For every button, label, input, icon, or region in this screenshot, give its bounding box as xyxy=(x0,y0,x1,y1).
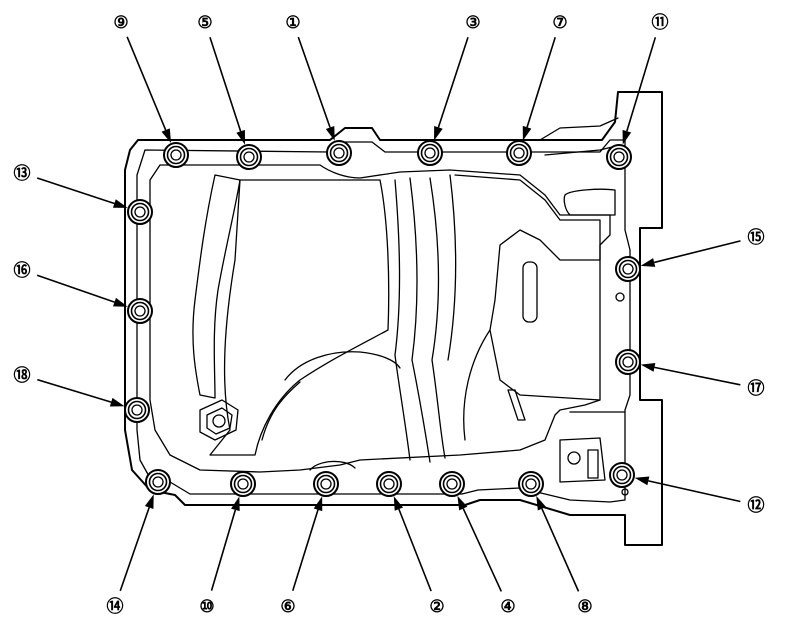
callout-5: ⑤ xyxy=(197,13,245,145)
leader-line xyxy=(654,366,741,386)
leader-line xyxy=(119,507,150,592)
bolt-2 xyxy=(376,471,402,497)
bolt-5 xyxy=(236,144,262,170)
callout-label: ⑤ xyxy=(197,13,212,33)
arrowhead-icon xyxy=(434,125,443,141)
leader-line xyxy=(541,508,580,592)
callout-15: ⑮ xyxy=(640,227,765,267)
leader-line xyxy=(37,378,112,403)
callout-label: ③ xyxy=(465,13,480,33)
arrowhead-icon xyxy=(231,496,240,512)
arrowhead-icon xyxy=(457,495,468,511)
bolt-group xyxy=(124,140,641,497)
callout-label: ④ xyxy=(500,597,515,617)
callout-17: ⑰ xyxy=(640,362,765,399)
callout-label: ⑩ xyxy=(199,597,214,617)
bolt-6 xyxy=(313,471,339,497)
leader-line xyxy=(36,274,115,303)
leader-line xyxy=(126,36,167,131)
arrowhead-icon xyxy=(640,258,656,267)
arrowhead-icon xyxy=(112,199,128,208)
leader-line xyxy=(398,508,432,592)
callout-7: ⑦ xyxy=(522,13,568,141)
bolt-15 xyxy=(615,256,641,282)
callout-label: ① xyxy=(285,13,300,33)
bolt-4 xyxy=(439,471,465,497)
bolt-11 xyxy=(606,144,632,170)
callout-2: ② xyxy=(393,496,445,617)
callout-label: ⑨ xyxy=(113,13,128,33)
arrowhead-icon xyxy=(634,476,650,486)
callout-1: ① xyxy=(285,13,335,141)
callout-4: ④ xyxy=(457,495,516,617)
callout-12: ⑫ xyxy=(634,476,765,516)
bolt-9 xyxy=(163,142,189,168)
callout-label: ⑦ xyxy=(552,13,567,33)
bolt-8 xyxy=(518,471,544,497)
leader-line xyxy=(291,509,319,591)
bolt-3 xyxy=(417,140,443,166)
callout-label: ⑰ xyxy=(748,378,765,399)
callout-18: ⑱ xyxy=(14,365,125,407)
callout-11: ⑪ xyxy=(622,12,669,145)
callout-label: ⑮ xyxy=(748,227,765,248)
callout-group: ⑨ ⑤ ① ③ ⑦ ⑪ ⑬ ⑯ ⑱ ⑮ ⑰ ⑫ ⑭ ⑩ ⑥ ② ④ ⑧ xyxy=(14,12,765,617)
arrowhead-icon xyxy=(144,494,154,509)
bolt-17 xyxy=(615,349,641,375)
bolt-1 xyxy=(326,140,352,166)
arrowhead-icon xyxy=(393,496,404,511)
arrowhead-icon xyxy=(236,129,245,145)
leader-line xyxy=(437,36,469,128)
bolt-7 xyxy=(506,140,532,166)
arrowhead-icon xyxy=(536,495,547,511)
leader-line xyxy=(462,508,503,592)
arrowhead-icon xyxy=(622,129,632,145)
arrowhead-icon xyxy=(109,397,125,407)
arrowhead-icon xyxy=(522,125,532,141)
leader-line xyxy=(210,509,237,591)
arrowhead-icon xyxy=(640,362,656,372)
arrowhead-icon xyxy=(161,128,172,143)
callout-16: ⑯ xyxy=(14,260,128,307)
callout-14: ⑭ xyxy=(107,494,154,617)
leader-line xyxy=(526,37,556,128)
callout-10: ⑩ xyxy=(199,496,240,617)
bolt-13 xyxy=(127,199,153,225)
drain-plug xyxy=(199,399,239,441)
leader-line xyxy=(648,480,741,503)
callout-label: ⑬ xyxy=(14,163,31,184)
arrowhead-icon xyxy=(313,496,323,512)
callout-label: ⑥ xyxy=(280,597,295,617)
callout-label: ⑪ xyxy=(652,12,669,33)
callout-3: ③ xyxy=(434,13,481,141)
callout-label: ② xyxy=(429,597,444,617)
callout-label: ⑧ xyxy=(577,597,592,617)
leader-line xyxy=(36,177,115,205)
arrowhead-icon xyxy=(325,126,335,141)
callout-6: ⑥ xyxy=(280,496,323,617)
callout-label: ⑭ xyxy=(107,596,124,617)
leader-line xyxy=(626,37,657,132)
bolt-10 xyxy=(230,471,256,497)
leader-line xyxy=(297,36,331,128)
callout-13: ⑬ xyxy=(14,163,128,208)
bolt-14 xyxy=(145,469,171,495)
bolt-12 xyxy=(609,462,635,488)
leader-line xyxy=(653,240,741,264)
leader-line xyxy=(209,36,242,132)
bolt-18 xyxy=(124,397,150,423)
callout-9: ⑨ xyxy=(113,13,172,143)
callout-label: ⑱ xyxy=(14,365,31,386)
bolt-16 xyxy=(127,298,153,324)
callout-label: ⑫ xyxy=(748,495,765,516)
oil-pan-outline xyxy=(124,91,663,546)
callout-8: ⑧ xyxy=(536,495,593,617)
callout-label: ⑯ xyxy=(14,260,31,281)
arrowhead-icon xyxy=(113,297,128,307)
